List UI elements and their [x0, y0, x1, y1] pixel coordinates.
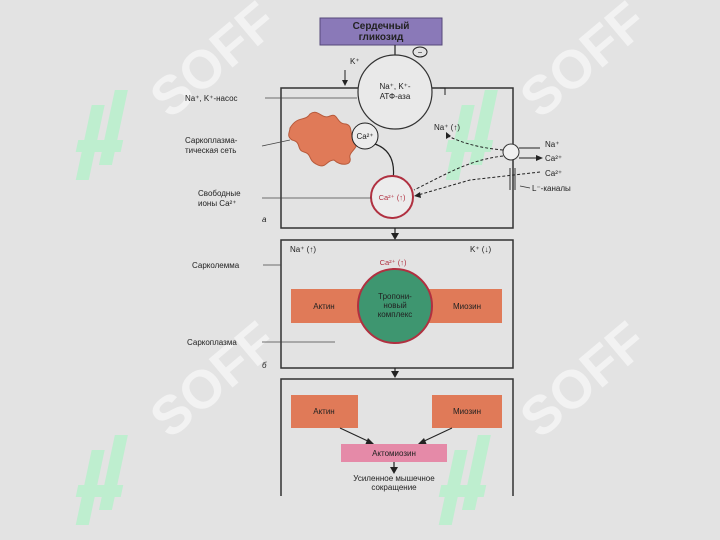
watermark-text: SOFF — [139, 311, 288, 450]
inhibition-minus-label: − — [418, 48, 423, 57]
na-out-label: Na⁺ — [545, 140, 559, 149]
na-panel-b: Na⁺ (↑) — [290, 245, 316, 254]
result-line1: Усиленное мышечное — [353, 474, 435, 483]
result-line2: сокращение — [371, 483, 417, 492]
actomyosin-label: Актомиозин — [372, 449, 416, 458]
actin-box-b — [291, 289, 358, 323]
sarcoplasmic-reticulum-shape — [288, 111, 358, 167]
sarcolemma-label: Сарколемма — [192, 261, 240, 270]
actin-label-c: Актин — [313, 407, 334, 416]
panel-a-letter: а — [262, 215, 267, 224]
cardiac-glycoside-line1: Сердечный — [353, 21, 410, 32]
l-channels-label: L⁻-каналы — [532, 184, 571, 193]
watermark-text: SOFF — [509, 0, 658, 129]
cardiac-glycoside-line2: гликозид — [359, 32, 404, 43]
troponin-line3: комплекс — [378, 310, 413, 319]
ca-out-label-1: Ca²⁺ — [545, 154, 562, 163]
free-ca-label-line1: Свободные — [198, 189, 241, 198]
panel-b — [280, 239, 514, 369]
free-ca-circle — [370, 175, 414, 219]
panel-c — [280, 378, 514, 496]
free-ca-label-line2: ионы Ca²⁺ — [198, 199, 236, 208]
ca-out-label-2: Ca²⁺ — [545, 169, 562, 178]
troponin-line1: Тропони- — [378, 292, 412, 301]
sarcoplasm-label: Саркоплазма — [187, 338, 237, 347]
sr-ca-label: Ca²⁺ — [356, 132, 373, 141]
exchanger-circle — [502, 143, 520, 161]
myosin-label-b: Миозин — [453, 302, 481, 311]
pump-line1: Na⁺, K⁺- — [379, 82, 410, 91]
myosin-box-b — [432, 289, 502, 323]
na-inside-label: Na⁺ (↑) — [434, 123, 460, 132]
k-panel-b: K⁺ (↓) — [470, 245, 491, 254]
na-k-atpase-pump — [357, 54, 433, 130]
watermark-text: SOFF — [139, 0, 288, 129]
free-ca-label: Ca²⁺ (↑) — [379, 193, 406, 202]
troponin-line2: новый — [383, 301, 406, 310]
inhibition-minus-icon — [412, 46, 428, 58]
pump-label: Na⁺, K⁺-насос — [185, 94, 238, 103]
ca-panel-b: Ca²⁺ (↑) — [380, 258, 407, 267]
actin-box-c — [291, 395, 358, 428]
actomyosin-box — [341, 444, 447, 462]
watermark-text: SOFF — [509, 311, 658, 450]
pump-line2: АТФ-аза — [380, 92, 411, 101]
myosin-label-c: Миозин — [453, 407, 481, 416]
sr-label-line2: тическая сеть — [185, 146, 236, 155]
troponin-complex — [357, 268, 433, 344]
myosin-box-c — [432, 395, 502, 428]
k-plus-label: K⁺ — [350, 57, 360, 66]
panel-b-letter: б — [262, 361, 267, 370]
cardiac-glycoside-box — [319, 17, 443, 46]
actin-label-b: Актин — [313, 302, 334, 311]
sr-label-line1: Саркоплазма- — [185, 136, 238, 145]
